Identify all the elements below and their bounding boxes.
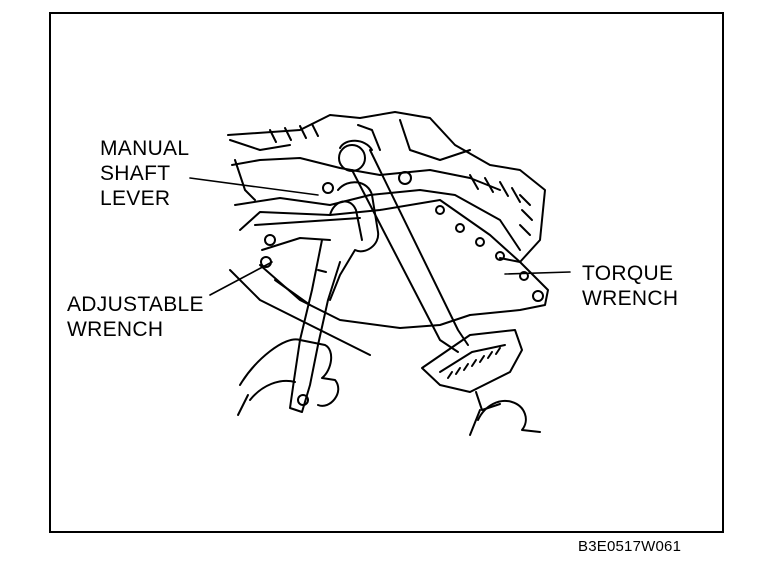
label-adjustable-wrench: ADJUSTABLE WRENCH <box>67 292 204 342</box>
transmission-housing <box>227 111 549 356</box>
label-line: MANUAL <box>100 137 190 160</box>
torque-wrench <box>338 124 523 411</box>
figure-frame <box>49 12 724 533</box>
adjustable-wrench <box>289 181 380 413</box>
figure-code: B3E0517W061 <box>578 538 682 555</box>
label-torque-wrench: TORQUE WRENCH <box>582 261 678 311</box>
label-line: TORQUE <box>582 262 674 285</box>
label-line: LEVER <box>100 187 171 210</box>
label-manual-shaft-lever: MANUAL SHAFT LEVER <box>100 136 189 211</box>
label-line: WRENCH <box>67 318 164 341</box>
label-line: SHAFT <box>100 162 171 185</box>
leader-lines <box>189 177 571 296</box>
label-line: WRENCH <box>582 287 679 310</box>
label-line: ADJUSTABLE <box>67 293 204 316</box>
hands <box>237 338 541 436</box>
